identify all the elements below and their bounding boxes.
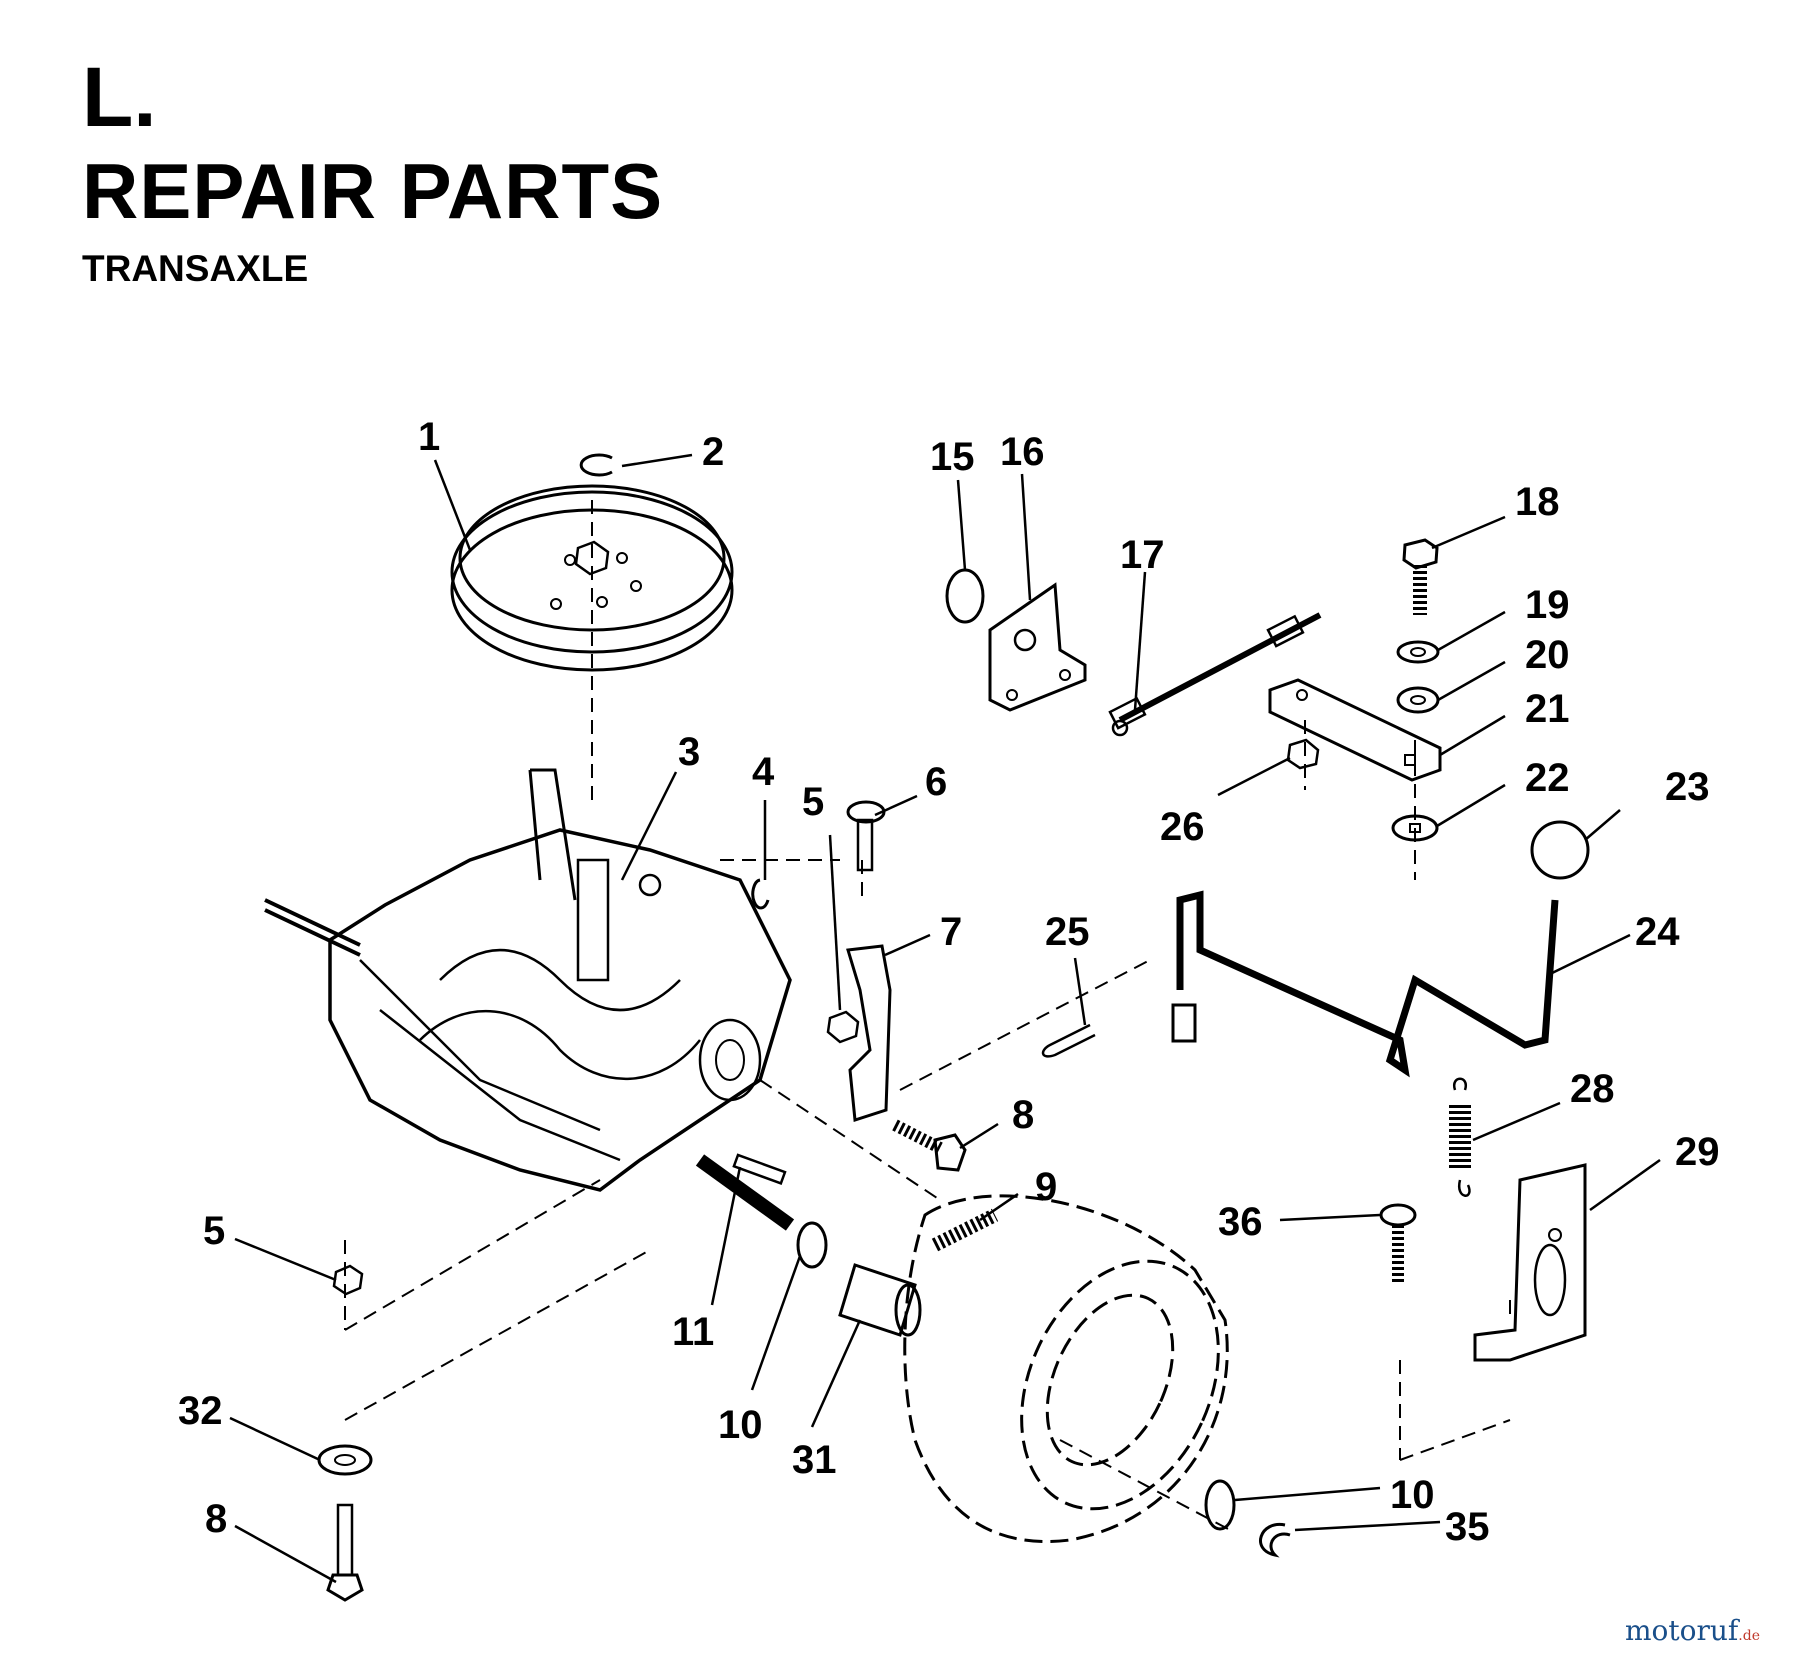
callout-29: 29: [1675, 1130, 1720, 1174]
bracket-part-16: [988, 582, 1087, 712]
callout-4: 4: [752, 750, 775, 794]
pulley-part-1: [450, 484, 734, 672]
callout-17: 17: [1120, 533, 1165, 577]
callout-16: 16: [1000, 430, 1045, 474]
washer-part-20: [1396, 686, 1440, 714]
cotter-pin-part-25: [1041, 1023, 1096, 1058]
callout-3: 3: [678, 730, 700, 774]
callout-11: 11: [672, 1310, 714, 1354]
watermark-suffix: .de: [1738, 1628, 1760, 1644]
callout-21: 21: [1525, 687, 1570, 731]
page-title: REPAIR PARTS: [82, 147, 664, 235]
page-subtitle: TRANSAXLE: [82, 248, 309, 289]
callout-28: 28: [1570, 1067, 1615, 1111]
washer-part-22: [1391, 814, 1439, 842]
rod-assembly-part-17: [1108, 612, 1322, 737]
hex-bolt-part-8-upper: [892, 1119, 967, 1172]
axle-key-part-11: [695, 1153, 795, 1231]
callout-8-lower: 8: [205, 1497, 227, 1541]
callout-6: 6: [925, 760, 947, 804]
wheel-tire: [903, 1194, 1229, 1543]
bolt-part-8-lower: [326, 1503, 364, 1602]
callout-24: 24: [1635, 910, 1680, 954]
watermark-brand: motoruf: [1624, 1614, 1739, 1647]
clip-part-35: [1259, 1522, 1291, 1558]
hex-nut-part-5-upper: [826, 1010, 860, 1044]
spring-part-28: [1449, 1077, 1471, 1197]
callout-2: 2: [702, 430, 724, 474]
callout-19: 19: [1525, 583, 1570, 627]
hex-nut-part-5-lower: [332, 1264, 364, 1296]
callout-5-lower: 5: [203, 1209, 225, 1253]
watermark-logo: motoruf.de: [1625, 1614, 1760, 1647]
callout-25: 25: [1045, 910, 1090, 954]
callout-10-upper: 10: [718, 1403, 763, 1447]
knob-part-23: [1530, 820, 1590, 880]
washer-part-15: [945, 568, 985, 624]
nut-part-26: [1286, 738, 1320, 770]
callout-8-upper: 8: [1012, 1093, 1034, 1137]
bracket-part-7: [846, 944, 892, 1122]
callout-32: 32: [178, 1389, 223, 1433]
callout-35: 35: [1445, 1505, 1490, 1549]
bracket-part-29: [1473, 1163, 1587, 1362]
callout-15: 15: [930, 435, 975, 479]
section-letter: L.: [82, 50, 157, 144]
washer-part-10-lower: [1204, 1479, 1236, 1531]
callout-5-upper: 5: [802, 780, 824, 824]
callout-9: 9: [1035, 1165, 1057, 1209]
lever-part-24: [1176, 890, 1559, 1078]
callout-18: 18: [1515, 480, 1560, 524]
callout-26: 26: [1160, 805, 1205, 849]
retaining-ring-part-2: [579, 453, 613, 477]
plate-part-21: [1268, 678, 1442, 782]
callout-labels: 1 2 3 4 5 6 7 8 9 5 11 10 31 32 8 15 16 …: [178, 415, 1720, 1549]
callout-31: 31: [792, 1438, 837, 1482]
lever-end-fitting: [1171, 1003, 1197, 1043]
callout-20: 20: [1525, 633, 1570, 677]
callout-36: 36: [1218, 1200, 1263, 1244]
callout-22: 22: [1525, 756, 1570, 800]
washer-part-19: [1396, 640, 1440, 664]
washer-part-10-upper: [796, 1221, 828, 1269]
callout-23: 23: [1665, 765, 1710, 809]
callout-1: 1: [418, 415, 440, 459]
bolt-part-18: [1402, 538, 1439, 615]
washer-part-32: [317, 1444, 373, 1476]
callout-10-lower: 10: [1390, 1473, 1435, 1517]
key-part-4: [751, 878, 770, 910]
spacer-part-31: [838, 1263, 922, 1337]
screw-part-36: [1379, 1203, 1417, 1285]
spring-part-9: [931, 1208, 999, 1252]
transaxle-housing-part-3: [264, 768, 792, 1192]
callout-7: 7: [940, 910, 962, 954]
leader-lines: [229, 453, 1661, 1584]
assembly-guide-lines: [344, 500, 1511, 1531]
